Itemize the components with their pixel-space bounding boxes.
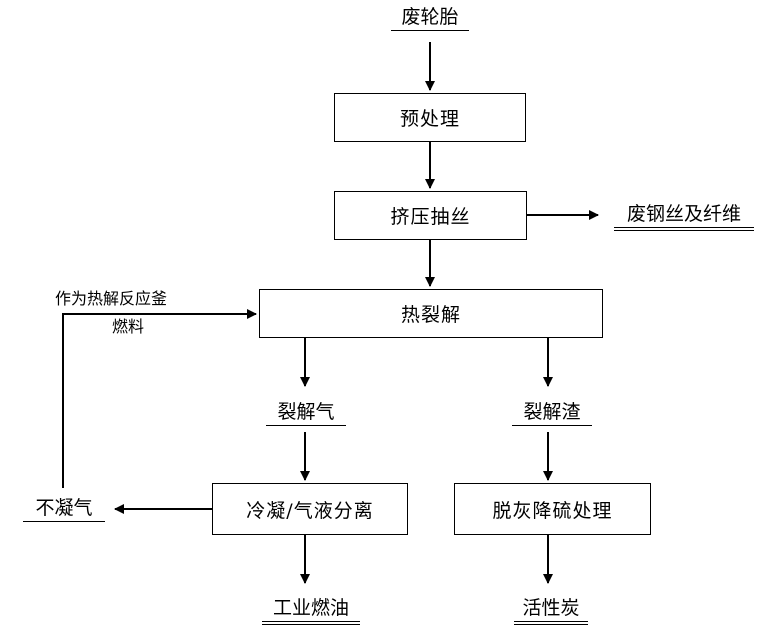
activated-carbon-product: 活性炭 xyxy=(514,597,588,625)
pyrolysis-residue-label: 裂解渣 xyxy=(512,401,592,426)
condensation-label: 冷凝/气液分离 xyxy=(246,499,374,522)
recycle-note-line2: 燃料 xyxy=(112,317,145,336)
waste-tire-label: 废轮胎 xyxy=(391,6,469,31)
steel-fiber-product: 废钢丝及纤维 xyxy=(614,203,754,231)
arrow-noncond-recycle xyxy=(62,309,257,488)
industrial-fuel-oil-product: 工业燃油 xyxy=(262,597,360,625)
deashing-box: 脱灰降硫处理 xyxy=(454,483,651,535)
extrusion-label: 挤压抽丝 xyxy=(390,206,471,228)
pyrolysis-box: 热裂解 xyxy=(259,289,603,338)
extrusion-box: 挤压抽丝 xyxy=(334,191,527,240)
pretreatment-label: 预处理 xyxy=(399,108,460,130)
pretreatment-box: 预处理 xyxy=(334,93,526,142)
deashing-label: 脱灰降硫处理 xyxy=(492,499,613,522)
pyrolysis-gas-label: 裂解气 xyxy=(266,401,346,426)
condensation-box: 冷凝/气液分离 xyxy=(212,483,408,535)
pyrolysis-label: 热裂解 xyxy=(400,304,461,326)
recycle-note-line1: 作为热解反应釜 xyxy=(55,289,168,308)
noncondensable-gas-label: 不凝气 xyxy=(23,497,105,522)
